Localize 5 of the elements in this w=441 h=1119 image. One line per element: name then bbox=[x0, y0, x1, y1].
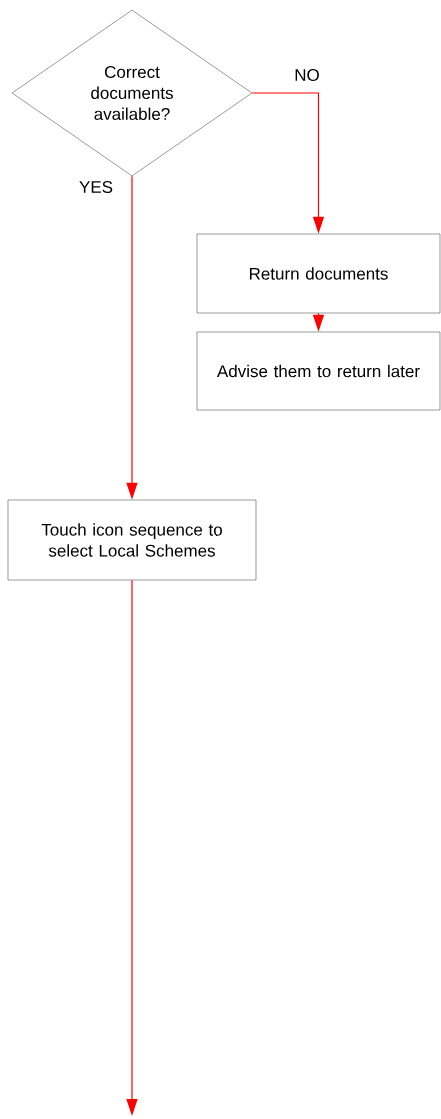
process-box: Return documents bbox=[196, 233, 441, 314]
process-box: Touch icon sequence to select Local Schemes bbox=[7, 499, 257, 581]
edge-label: NO bbox=[293, 68, 321, 83]
process-box: Advise them to return later bbox=[196, 331, 441, 411]
edge-label: YES bbox=[78, 180, 114, 195]
